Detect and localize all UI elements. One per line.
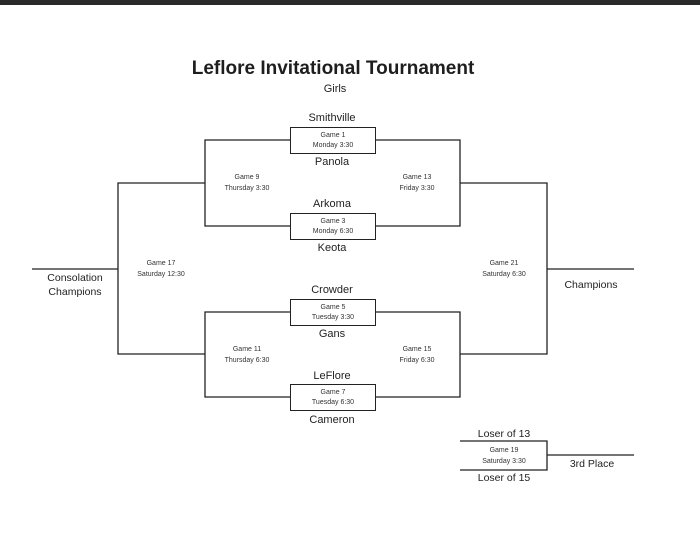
team-crowder: Crowder	[311, 284, 353, 296]
consolation-champions-label: Consolation Champions	[47, 272, 103, 298]
team-cameron: Cameron	[309, 414, 355, 426]
third-place-label: 3rd Place	[569, 458, 615, 470]
team-keota: Keota	[317, 242, 347, 254]
game-5-box: Game 5 Tuesday 3:30	[290, 299, 376, 326]
team-arkoma: Arkoma	[313, 198, 351, 210]
loser-of-13-label: Loser of 13	[477, 428, 531, 440]
game-7-name: Game 7	[320, 388, 346, 396]
game-3-name: Game 3	[320, 217, 346, 225]
team-leflore: LeFlore	[313, 370, 351, 382]
team-gans: Gans	[318, 328, 346, 340]
game-15-label: Game 15 Friday 6:30	[399, 346, 435, 364]
game-5-time: Tuesday 3:30	[311, 313, 355, 321]
page-title: Leflore Invitational Tournament	[191, 58, 475, 79]
game-5-name: Game 5	[320, 303, 346, 311]
top-border	[0, 0, 700, 5]
game-7-box: Game 7 Tuesday 6:30	[290, 384, 376, 411]
page-subtitle: Girls	[323, 83, 347, 95]
game-19-label: Game 19 Saturday 3:30	[482, 447, 526, 465]
loser-of-15-label: Loser of 15	[477, 472, 531, 484]
game-3-time: Monday 6:30	[312, 227, 354, 235]
team-panola: Panola	[314, 156, 350, 168]
game-17-label: Game 17 Saturday 12:30	[137, 260, 185, 278]
bracket-game19	[460, 440, 634, 471]
game-11-label: Game 11 Thursday 6:30	[224, 346, 270, 364]
game-3-box: Game 3 Monday 6:30	[290, 213, 376, 240]
champions-label: Champions	[564, 279, 618, 291]
game-7-time: Tuesday 6:30	[311, 398, 355, 406]
game-1-box: Game 1 Monday 3:30	[290, 127, 376, 154]
game-13-label: Game 13 Friday 3:30	[399, 174, 435, 192]
game-9-label: Game 9 Thursday 3:30	[224, 174, 270, 192]
game-1-time: Monday 3:30	[312, 141, 354, 149]
game-21-label: Game 21 Saturday 6:30	[482, 260, 526, 278]
game-1-name: Game 1	[320, 131, 346, 139]
team-smithville: Smithville	[308, 112, 356, 124]
